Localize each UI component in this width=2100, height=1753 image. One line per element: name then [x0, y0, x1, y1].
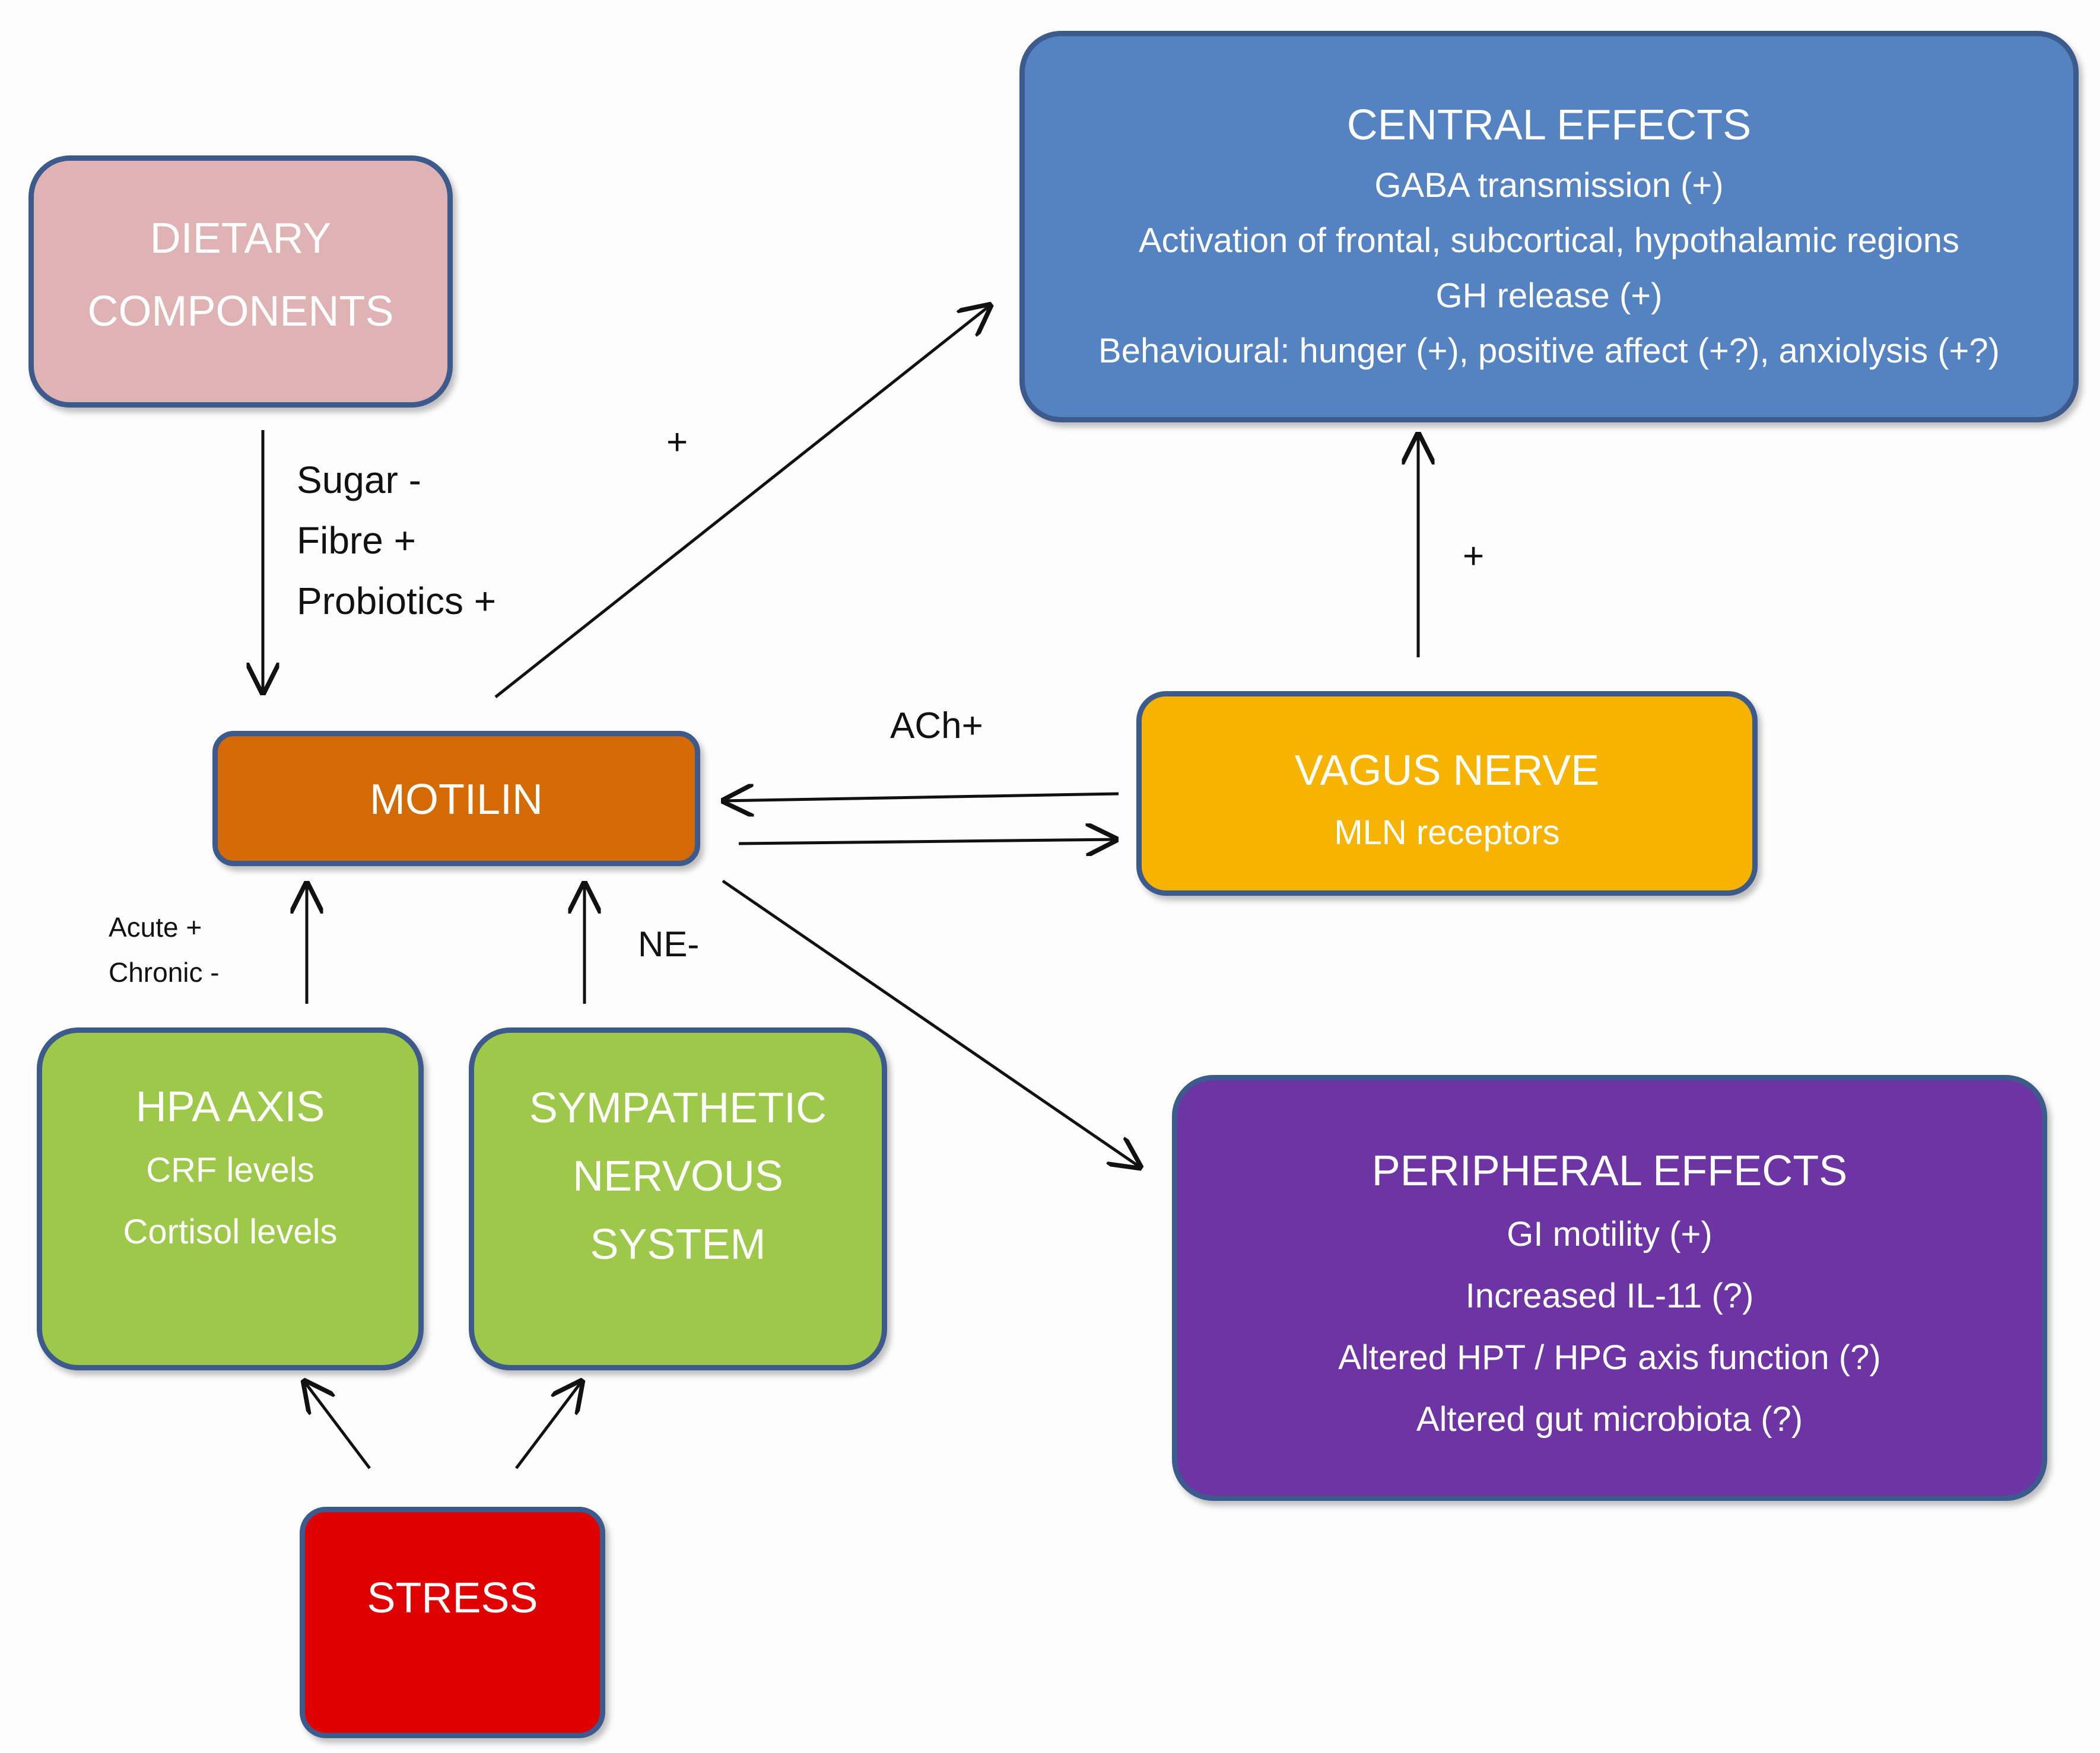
hpa-axis-box: HPA AXIS CRF levels Cortisol levels: [37, 1027, 424, 1370]
vagus-nerve-title: VAGUS NERVE: [1294, 747, 1600, 794]
label-fibre: Fibre +: [297, 519, 416, 562]
arrow-motilin-to-peripheral-effects: [722, 879, 1142, 1169]
sympathetic-line-2: NERVOUS: [573, 1153, 783, 1200]
stress-title: STRESS: [367, 1574, 538, 1622]
label-probiotics: Probiotics +: [297, 580, 497, 622]
vagus-nerve-box: VAGUS NERVE MLN receptors: [1136, 691, 1758, 896]
label-chronic: Chronic -: [109, 957, 220, 988]
label-ne: NE-: [638, 924, 700, 964]
peripheral-gut-microbiota: Altered gut microbiota (?): [1416, 1400, 1803, 1439]
arrow-motilin-to-vagus: [738, 839, 1119, 844]
label-acute: Acute +: [109, 912, 202, 943]
stress-box: STRESS: [300, 1507, 605, 1738]
central-effect-gaba: GABA transmission (+): [1374, 166, 1724, 205]
motilin-title: MOTILIN: [369, 776, 543, 823]
dietary-title-line-2: COMPONENTS: [87, 288, 394, 335]
hpa-crf-levels: CRF levels: [146, 1151, 314, 1189]
peripheral-hpt-hpg: Altered HPT / HPG axis function (?): [1338, 1338, 1881, 1377]
label-sugar: Sugar -: [297, 459, 421, 501]
label-ach: ACh+: [890, 705, 983, 746]
dietary-components-box: DIETARY COMPONENTS: [28, 155, 453, 408]
peripheral-il-11: Increased IL-11 (?): [1465, 1277, 1754, 1315]
peripheral-effects-title: PERIPHERAL EFFECTS: [1371, 1147, 1848, 1195]
central-effect-behavioural: Behavioural: hunger (+), positive affect…: [1098, 332, 2000, 370]
vagus-nerve-receptors: MLN receptors: [1334, 813, 1560, 852]
arrow-motilin-to-central-effects: [494, 304, 992, 698]
dietary-title-line-1: DIETARY: [150, 215, 332, 262]
peripheral-gi-motility: GI motility (+): [1507, 1215, 1713, 1253]
central-effects-title: CENTRAL EFFECTS: [1346, 101, 1752, 149]
hpa-cortisol-levels: Cortisol levels: [123, 1213, 338, 1251]
label-vagus-to-central-plus: +: [1463, 536, 1485, 577]
motilin-box: MOTILIN: [212, 731, 700, 866]
central-effects-box: CENTRAL EFFECTS GABA transmission (+) Ac…: [1019, 31, 2079, 422]
sympathetic-nervous-system-box: SYMPATHETIC NERVOUS SYSTEM: [469, 1027, 887, 1370]
central-effect-gh-release: GH release (+): [1435, 276, 1663, 315]
sympathetic-line-1: SYMPATHETIC: [529, 1084, 827, 1132]
arrow-vagus-to-motilin: [721, 794, 1119, 801]
arrow-stress-to-sympathetic: [515, 1379, 583, 1469]
arrow-stress-to-hpa: [303, 1379, 371, 1469]
label-motilin-to-central-plus: +: [666, 422, 688, 463]
diet-effects-labels: Sugar - Fibre + Probiotics +: [297, 450, 496, 631]
sympathetic-line-3: SYSTEM: [590, 1221, 766, 1268]
peripheral-effects-box: PERIPHERAL EFFECTS GI motility (+) Incre…: [1172, 1075, 2047, 1501]
hpa-axis-title: HPA AXIS: [135, 1083, 325, 1131]
hpa-effect-labels: Acute + Chronic -: [109, 905, 220, 995]
central-effect-activation: Activation of frontal, subcortical, hypo…: [1138, 221, 1960, 260]
